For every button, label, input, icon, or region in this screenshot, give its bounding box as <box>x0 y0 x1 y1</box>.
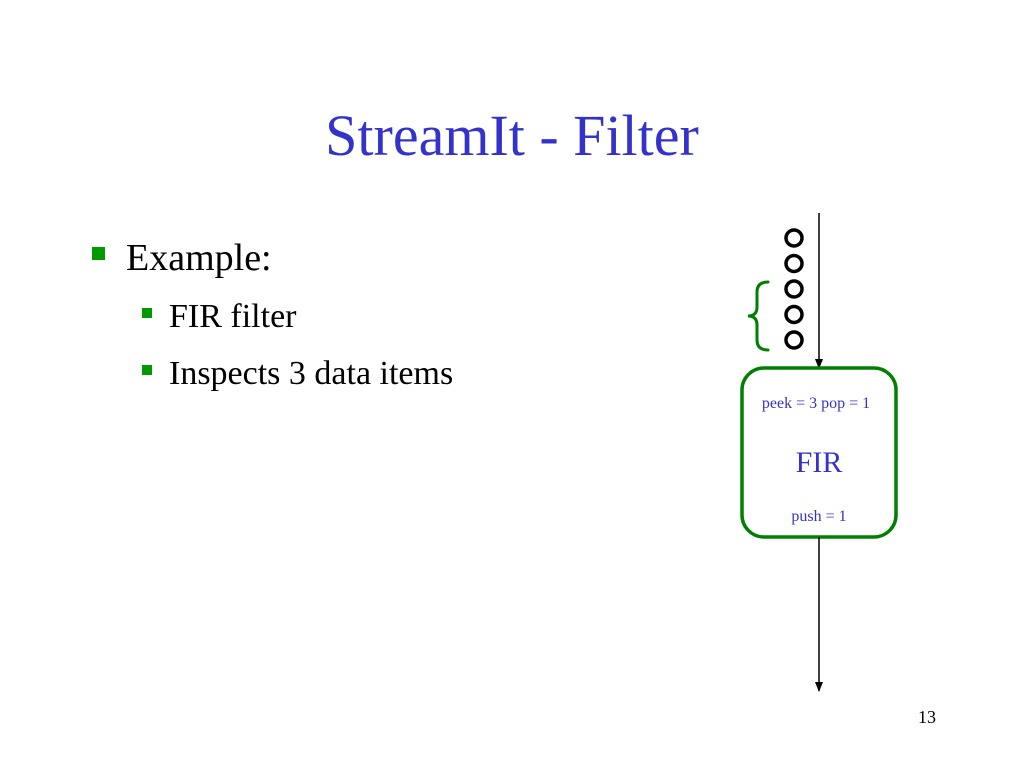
square-bullet-icon <box>142 365 152 375</box>
filter-name: FIR <box>796 446 843 479</box>
slide-title: StreamIt - Filter <box>325 103 699 168</box>
filter-rates-bottom: push = 1 <box>791 508 846 525</box>
square-bullet-icon <box>92 247 105 260</box>
page-number: 13 <box>918 707 936 727</box>
input-queue <box>784 228 804 350</box>
bullet-text: Example: <box>126 237 272 279</box>
bullet-item-example: Example: <box>92 232 272 284</box>
queue-data-item <box>784 330 804 350</box>
queue-data-item <box>784 304 804 325</box>
bullet-list: Example: FIR filter Inspects 3 data item… <box>92 232 453 396</box>
filter-rates-top: peek = 3 pop = 1 <box>762 395 870 412</box>
queue-data-item <box>784 279 804 299</box>
bullet-text: FIR filter <box>169 298 297 335</box>
queue-data-item <box>784 228 804 248</box>
bullet-item-fir-filter: FIR filter <box>142 295 296 339</box>
bullet-text: Inspects 3 data items <box>169 355 454 392</box>
bullet-item-inspects: Inspects 3 data items <box>142 352 453 396</box>
queue-data-item <box>784 253 804 274</box>
peek-window-brace-icon <box>747 280 770 352</box>
square-bullet-icon <box>142 308 152 318</box>
